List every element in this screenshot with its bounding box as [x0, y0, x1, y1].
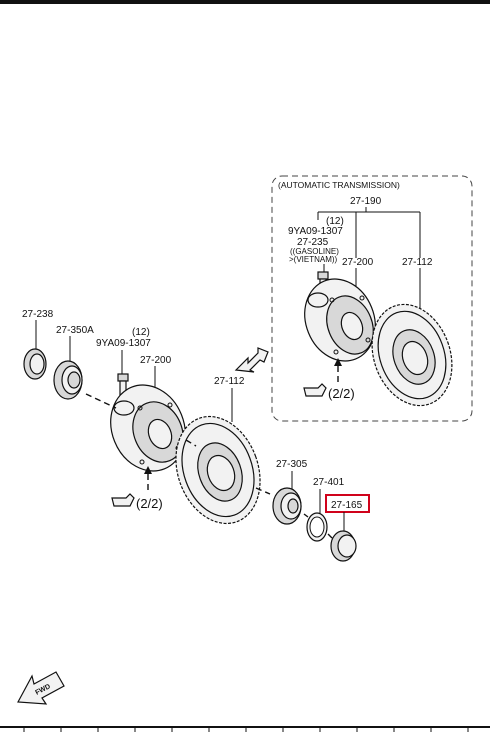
bearing-27-350a-icon	[53, 360, 83, 400]
inset-reference-hand-icon	[303, 383, 327, 397]
swap-arrow-icon	[234, 347, 269, 373]
label-torque: (12)	[132, 327, 150, 338]
inset-border	[271, 175, 473, 422]
inset-title: (AUTOMATIC TRANSMISSION)	[278, 180, 400, 190]
leader-lines	[35, 320, 345, 532]
oil-seal-27-238-icon	[23, 348, 47, 380]
inset-ring-gear-icon	[371, 303, 453, 407]
label-27-200[interactable]: 27-200	[140, 355, 172, 366]
shim-27-401-icon	[306, 512, 328, 542]
inset-arrow-head	[334, 358, 342, 366]
highlight-box-27-165	[325, 494, 370, 513]
assembly-centreline	[85, 393, 333, 539]
inset-label-27-112[interactable]: 27-112	[402, 257, 433, 268]
inset-note-line1: ((GASOLINE)	[290, 247, 339, 256]
bearing-race-27-165-icon	[330, 530, 357, 562]
main-arrow-head	[144, 466, 152, 474]
automatic-transmission-inset: (AUTOMATIC TRANSMISSION) 27-190 (12) 9YA…	[271, 175, 473, 422]
label-27-165[interactable]: 27-165	[331, 500, 363, 511]
label-27-401[interactable]: 27-401	[313, 477, 345, 488]
label-27-238[interactable]: 27-238	[22, 309, 54, 320]
reference-2-2[interactable]: (2/2)	[136, 496, 163, 511]
reference-hand-icon	[111, 493, 135, 507]
differential-case-27-200-icon	[110, 384, 186, 472]
label-27-112[interactable]: 27-112	[214, 376, 245, 387]
inset-note-line2: >(VIETNAM))	[289, 255, 338, 264]
inset-torque: (12)	[326, 216, 344, 227]
label-27-350a[interactable]: 27-350A	[56, 325, 94, 336]
inset-label-27-235[interactable]: 27-235	[297, 237, 329, 248]
bottom-rule	[0, 726, 490, 728]
label-bolt[interactable]: 9YA09-1307	[96, 338, 151, 349]
inset-label-27-200[interactable]: 27-200	[342, 257, 374, 268]
inset-bolt-label[interactable]: 9YA09-1307	[288, 226, 343, 237]
ring-gear-27-112-icon	[175, 415, 261, 525]
inset-label-27-190[interactable]: 27-190	[350, 196, 382, 207]
bearing-27-305-icon	[272, 487, 302, 525]
inset-reference-2-2[interactable]: (2/2)	[328, 386, 355, 401]
inset-190-bracket	[317, 207, 421, 258]
label-27-305[interactable]: 27-305	[276, 459, 308, 470]
inset-differential-case-icon	[304, 278, 376, 362]
forward-direction-arrow-icon[interactable]: FWD	[17, 671, 65, 705]
top-rule	[0, 0, 490, 4]
bottom-tick-marks	[23, 728, 469, 732]
